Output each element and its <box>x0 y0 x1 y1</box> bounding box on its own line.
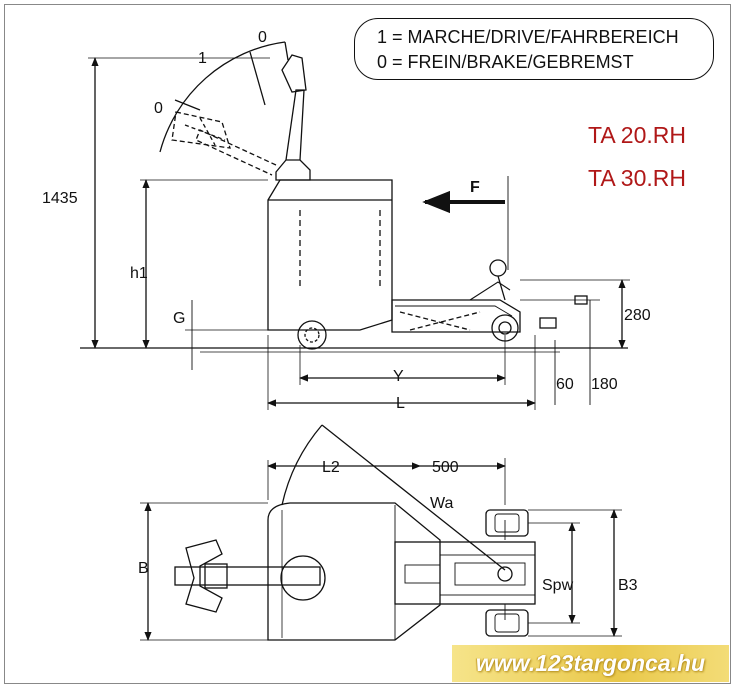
website-banner[interactable]: www.123targonca.hu <box>452 645 729 682</box>
top-tiller-handle <box>185 539 223 613</box>
top-body <box>267 502 441 641</box>
top-view <box>140 424 622 641</box>
arc-label-zero-left: 0 <box>154 100 163 117</box>
fork-lever-knob <box>489 259 507 277</box>
dim-b-label: B <box>138 560 149 577</box>
dim-wa-label: Wa <box>430 495 454 512</box>
model-label-ta20: TA 20.RH <box>588 122 686 148</box>
tiller-head <box>281 54 307 93</box>
legend-line-brake: 0 = FREIN/BRAKE/GEBREMST <box>377 52 634 72</box>
dim-500-label: 500 <box>432 459 459 476</box>
arc-label-zero-top: 0 <box>258 29 267 46</box>
arc-label-one: 1 <box>198 50 207 67</box>
tiller-arc <box>159 41 286 153</box>
dim-280-label: 280 <box>624 307 651 324</box>
legend-box <box>354 18 714 80</box>
side-view <box>80 41 630 410</box>
dim-1435-label: 1435 <box>42 190 78 207</box>
tiller-arm <box>285 89 305 161</box>
drive-wheel <box>297 320 327 350</box>
legend-line-drive: 1 = MARCHE/DRIVE/FAHRBEREICH <box>377 27 679 47</box>
turning-arc <box>281 424 323 506</box>
dim-b3-label: B3 <box>618 577 638 594</box>
turning-radius-line <box>321 424 506 571</box>
diagram-frame <box>4 4 731 684</box>
dim-h1-label: h1 <box>130 265 148 282</box>
fork-platform <box>391 299 521 333</box>
dim-180-label: 180 <box>591 376 618 393</box>
dim-y-label: Y <box>393 368 404 385</box>
tiller-base <box>275 159 311 181</box>
force-label: F <box>470 179 480 196</box>
dim-60-label: 60 <box>556 376 574 393</box>
top-tiller-bar <box>174 566 321 586</box>
dim-l2-label: L2 <box>322 459 340 476</box>
dim-g-label: G <box>173 310 185 327</box>
top-wheel-circle <box>280 555 326 601</box>
tiller-tilted-outline <box>171 111 231 149</box>
dim-l-label: L <box>396 395 405 412</box>
model-label-ta30: TA 30.RH <box>588 165 686 191</box>
chassis-body <box>267 179 393 331</box>
dim-spw-label: Spw <box>542 577 574 594</box>
